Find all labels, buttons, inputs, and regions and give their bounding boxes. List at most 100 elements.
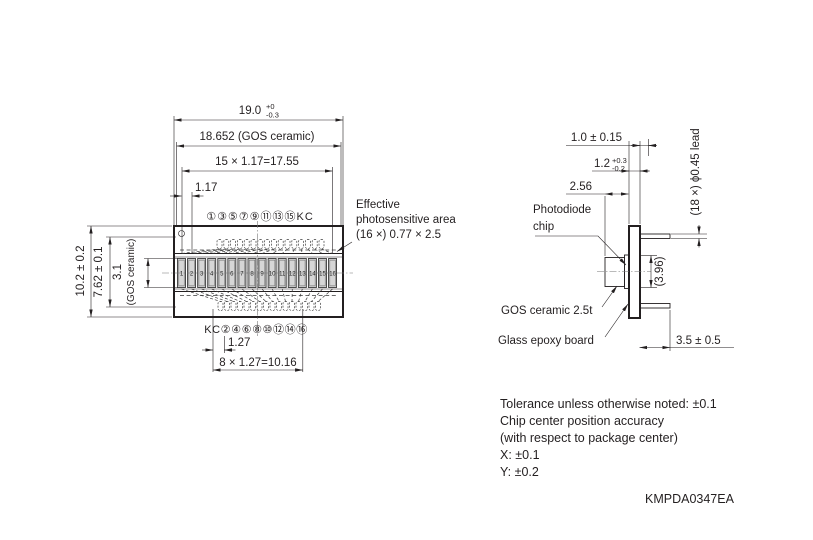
wire-bond-line: [241, 288, 260, 302]
wire-bond-line: [251, 288, 267, 302]
bond-pad: [302, 301, 308, 311]
bond-pad: [289, 301, 295, 311]
dim-bottom-total: 8 × 1.27=10.16: [219, 357, 296, 369]
leader-gos-ceramic: [601, 285, 618, 308]
label-photodiode-chip-line1: Photodiode: [533, 204, 591, 216]
dim-lead-span: 7.62 ± 0.1: [93, 246, 105, 297]
note-line: (with respect to package center): [500, 431, 678, 445]
wire-bond-line: [304, 288, 313, 302]
dim-board-thickness-tol-plus: +0.3: [612, 156, 627, 165]
label-gos-ceramic: GOS ceramic 2.5t: [501, 305, 593, 317]
wire-bond-line: [241, 248, 261, 254]
wire-bond-line: [251, 248, 268, 254]
bond-pad: [237, 239, 243, 249]
bond-pad: [263, 301, 269, 311]
bond-pad: [217, 301, 224, 311]
wire-bond-line: [261, 248, 275, 254]
dim-width-total-value: 19.0: [239, 105, 261, 117]
bond-pad: [305, 239, 311, 249]
photodiode-element-number: 5: [220, 272, 224, 278]
photodiode-element-number: 14: [309, 272, 316, 278]
bond-pad: [282, 301, 289, 311]
dim-width-total-tol-minus: -0.3: [266, 111, 279, 120]
dim-width-total-tol-plus: +0: [266, 102, 275, 111]
wire-bond-line: [191, 248, 227, 254]
photodiode-element-number: 7: [240, 272, 244, 278]
label-glass-epoxy-board: Glass epoxy board: [498, 335, 594, 347]
wire-bond-line: [321, 248, 333, 254]
wire-bond-line: [261, 288, 273, 302]
bond-pad: [230, 301, 237, 311]
bond-pad: [308, 301, 315, 311]
wire-bond-line: [191, 288, 228, 302]
top-pin-numbers: ①③⑤⑦⑨⑪⑬⑮KC: [206, 210, 314, 223]
note-line: Tolerance unless otherwise noted: ±0.1: [500, 397, 717, 411]
wire-bond-line: [311, 288, 323, 302]
photodiode-element-number: 10: [269, 272, 276, 278]
wire-bond-line: [300, 248, 303, 254]
wire-bond-line: [281, 288, 286, 302]
bond-pad: [315, 301, 321, 311]
gos-ceramic-block: [604, 257, 625, 287]
photodiode-element-number: 6: [230, 272, 234, 278]
bond-pad: [243, 301, 250, 311]
wire-bond-line: [221, 248, 247, 254]
dim-ceramic-height-note: (GOS ceramic): [126, 239, 137, 306]
bond-pad: [224, 301, 230, 311]
bond-pad: [295, 301, 302, 311]
annotation-line2: photosensitive area: [356, 214, 456, 226]
dim-lead-length: 3.5 ± 0.5: [676, 335, 721, 347]
wire-bond-line: [271, 248, 281, 254]
top-bond-pads: [216, 239, 325, 249]
wire-bond-line: [291, 248, 295, 254]
dim-ceramic-width: 18.652 (GOS ceramic): [199, 131, 314, 143]
photodiode-element-number: 8: [250, 272, 254, 278]
bond-pad: [237, 301, 243, 311]
dim-ceramic-height: 3.1: [112, 264, 124, 280]
bond-pad: [243, 239, 250, 249]
note-line: X: ±0.1: [500, 448, 540, 462]
photodiode-element-number: 2: [190, 272, 194, 278]
bond-pad: [216, 239, 223, 249]
annotation-line3: (16 ×) 0.77 × 2.5: [356, 229, 441, 241]
dim-chip-height: (3.96): [654, 256, 666, 286]
dim-pitch: 1.17: [195, 182, 217, 194]
wire-bond-line: [298, 288, 303, 302]
bottom-pin-numbers: KC②④⑥⑧⑩⑫⑭⑯: [204, 323, 308, 336]
wire-bond-line: [211, 288, 241, 302]
bottom-bond-pads: [217, 301, 321, 311]
wire-bond-line: [271, 288, 280, 302]
lead-top: [639, 233, 671, 239]
bond-pad: [277, 239, 284, 249]
photodiode-element-number: 3: [200, 272, 204, 278]
wire-bond-line: [231, 288, 254, 302]
bond-pad: [264, 239, 270, 249]
photodiode-element-number: 9: [260, 272, 264, 278]
wire-bond-line: [317, 288, 333, 302]
bond-pad: [284, 239, 291, 249]
lead-bottom: [639, 303, 671, 309]
dim-height-total: 10.2 ± 0.2: [75, 245, 87, 296]
side-view: 1.0 ± 0.15 1.2 +0.3 -0.2 2.56 (18 ×) ϕ0.…: [498, 128, 734, 351]
bond-pad: [298, 239, 304, 249]
bond-pad: [269, 301, 276, 311]
bond-pad: [256, 301, 263, 311]
bond-pad: [271, 239, 277, 249]
dim-pitch-total: 15 × 1.17=17.55: [215, 156, 299, 168]
photodiode-element-number: 1: [180, 272, 184, 278]
wire-bond-line: [201, 248, 234, 254]
label-photodiode-chip-line2: chip: [533, 221, 554, 233]
photodiode-element-number: 15: [319, 272, 326, 278]
photodiode-element-number: 4: [210, 272, 214, 278]
bond-pad: [250, 239, 257, 249]
leader-photodiode-chip: [535, 235, 627, 266]
wire-bond-line: [281, 248, 288, 254]
document-number: KMPDA0347EA: [645, 492, 735, 506]
bond-pad: [223, 239, 230, 249]
top-wire-bonds: [181, 248, 333, 254]
bond-pad: [291, 239, 298, 249]
dim-board-thickness-value: 1.2: [594, 158, 610, 170]
